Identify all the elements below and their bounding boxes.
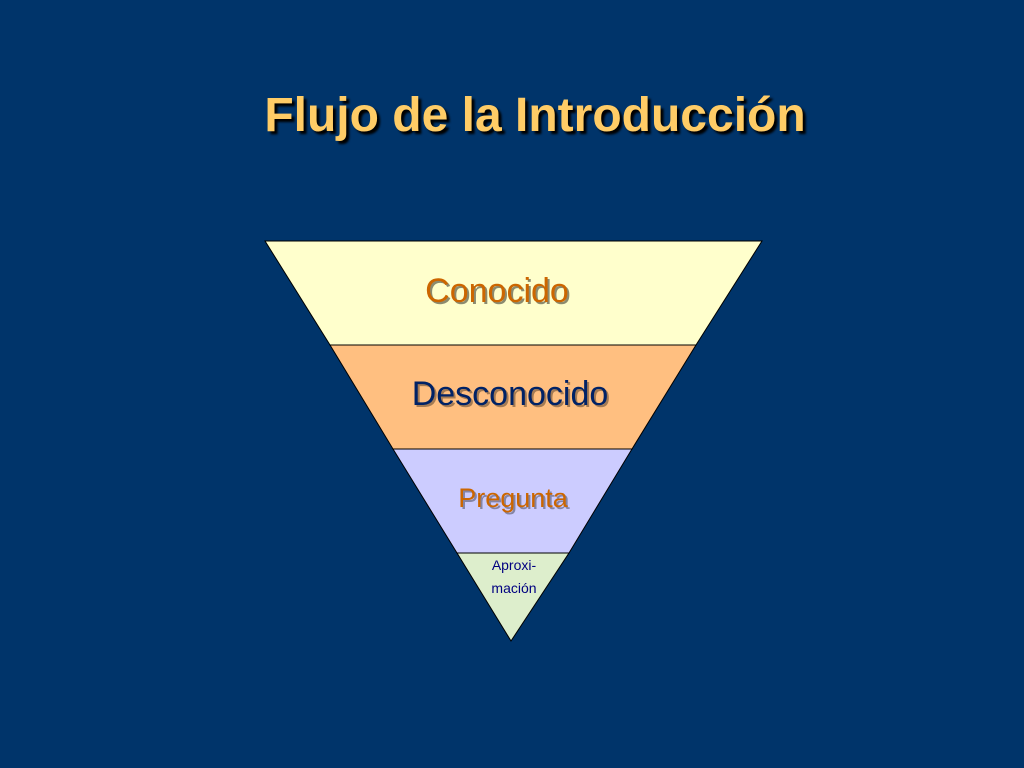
- label-pregunta: Pregunta: [458, 483, 569, 513]
- label-desconocido-shadow: Desconocido: [414, 377, 611, 415]
- label-aproximacion-line-2: mación: [491, 580, 536, 596]
- label-desconocido: Desconocido: [412, 375, 609, 413]
- label-pregunta-shadow: Pregunta: [460, 485, 571, 515]
- label-aproximacion-line-1: Aproxi-: [492, 557, 537, 573]
- label-conocido: Conocido: [425, 272, 569, 310]
- label-conocido-shadow: Conocido: [427, 274, 571, 312]
- slide-title: Flujo de la Introducción: [264, 89, 806, 142]
- funnel-level-aproximacion: [456, 552, 570, 642]
